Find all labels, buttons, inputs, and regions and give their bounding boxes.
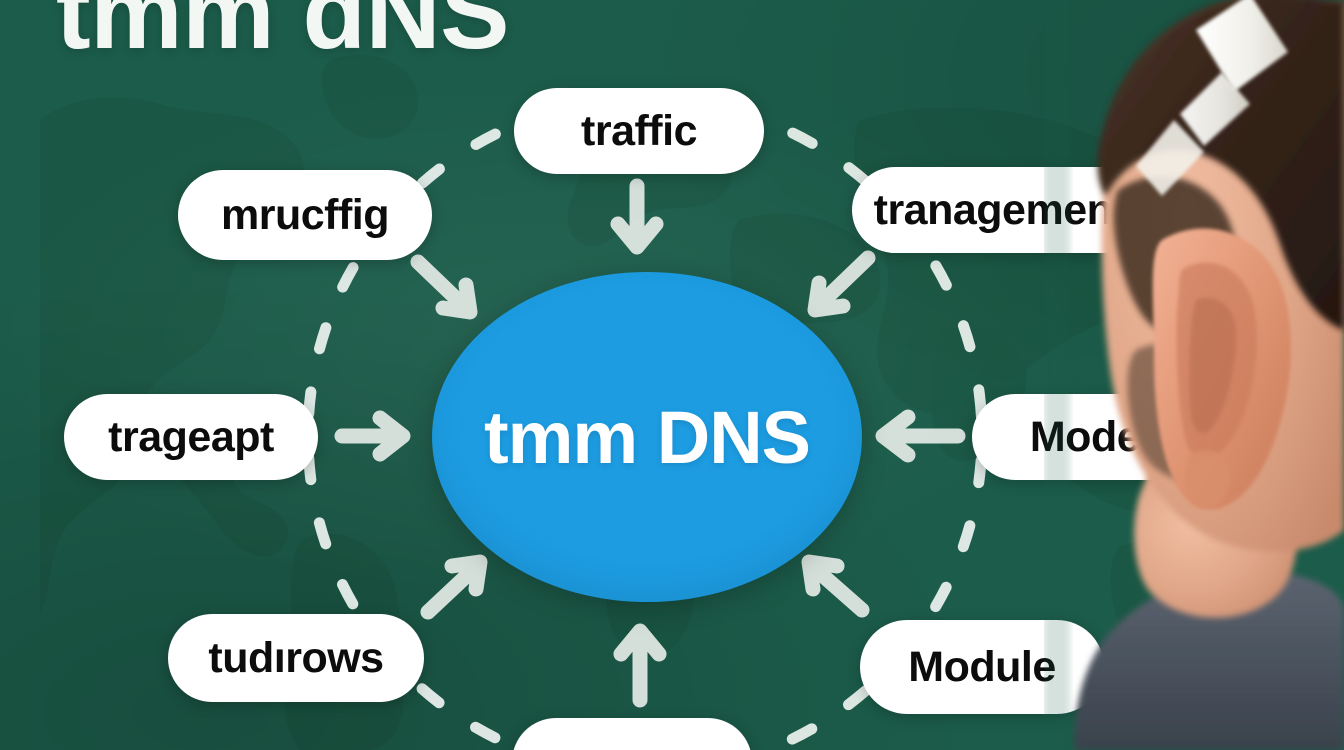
node-bottom-cropped[interactable]	[512, 718, 752, 750]
node-module[interactable]: Module	[860, 620, 1104, 714]
node-mrucffig-label: mrucffig	[221, 190, 390, 239]
hub-label: tmm DNS	[483, 395, 811, 479]
node-trageapt[interactable]: trageapt	[64, 394, 318, 480]
node-tranagemen[interactable]: tranagemen	[852, 167, 1152, 253]
node-traffic[interactable]: traffic	[514, 88, 764, 174]
node-tudirows[interactable]: tudırows	[168, 614, 424, 702]
node-tudirows-label: tudırows	[208, 633, 384, 682]
page-title: tmm dNS	[56, 0, 509, 71]
node-mode-label: Mode	[1029, 412, 1141, 461]
node-module-label: Module	[908, 642, 1056, 691]
node-mrucffig[interactable]: mrucffig	[178, 170, 432, 260]
node-traffic-label: traffic	[581, 106, 697, 155]
node-mode[interactable]: Mode	[972, 394, 1222, 480]
node-trageapt-label: trageapt	[108, 412, 274, 461]
node-tranagemen-label: tranagemen	[873, 185, 1113, 234]
hub-node[interactable]: tmm DNS	[432, 272, 862, 602]
